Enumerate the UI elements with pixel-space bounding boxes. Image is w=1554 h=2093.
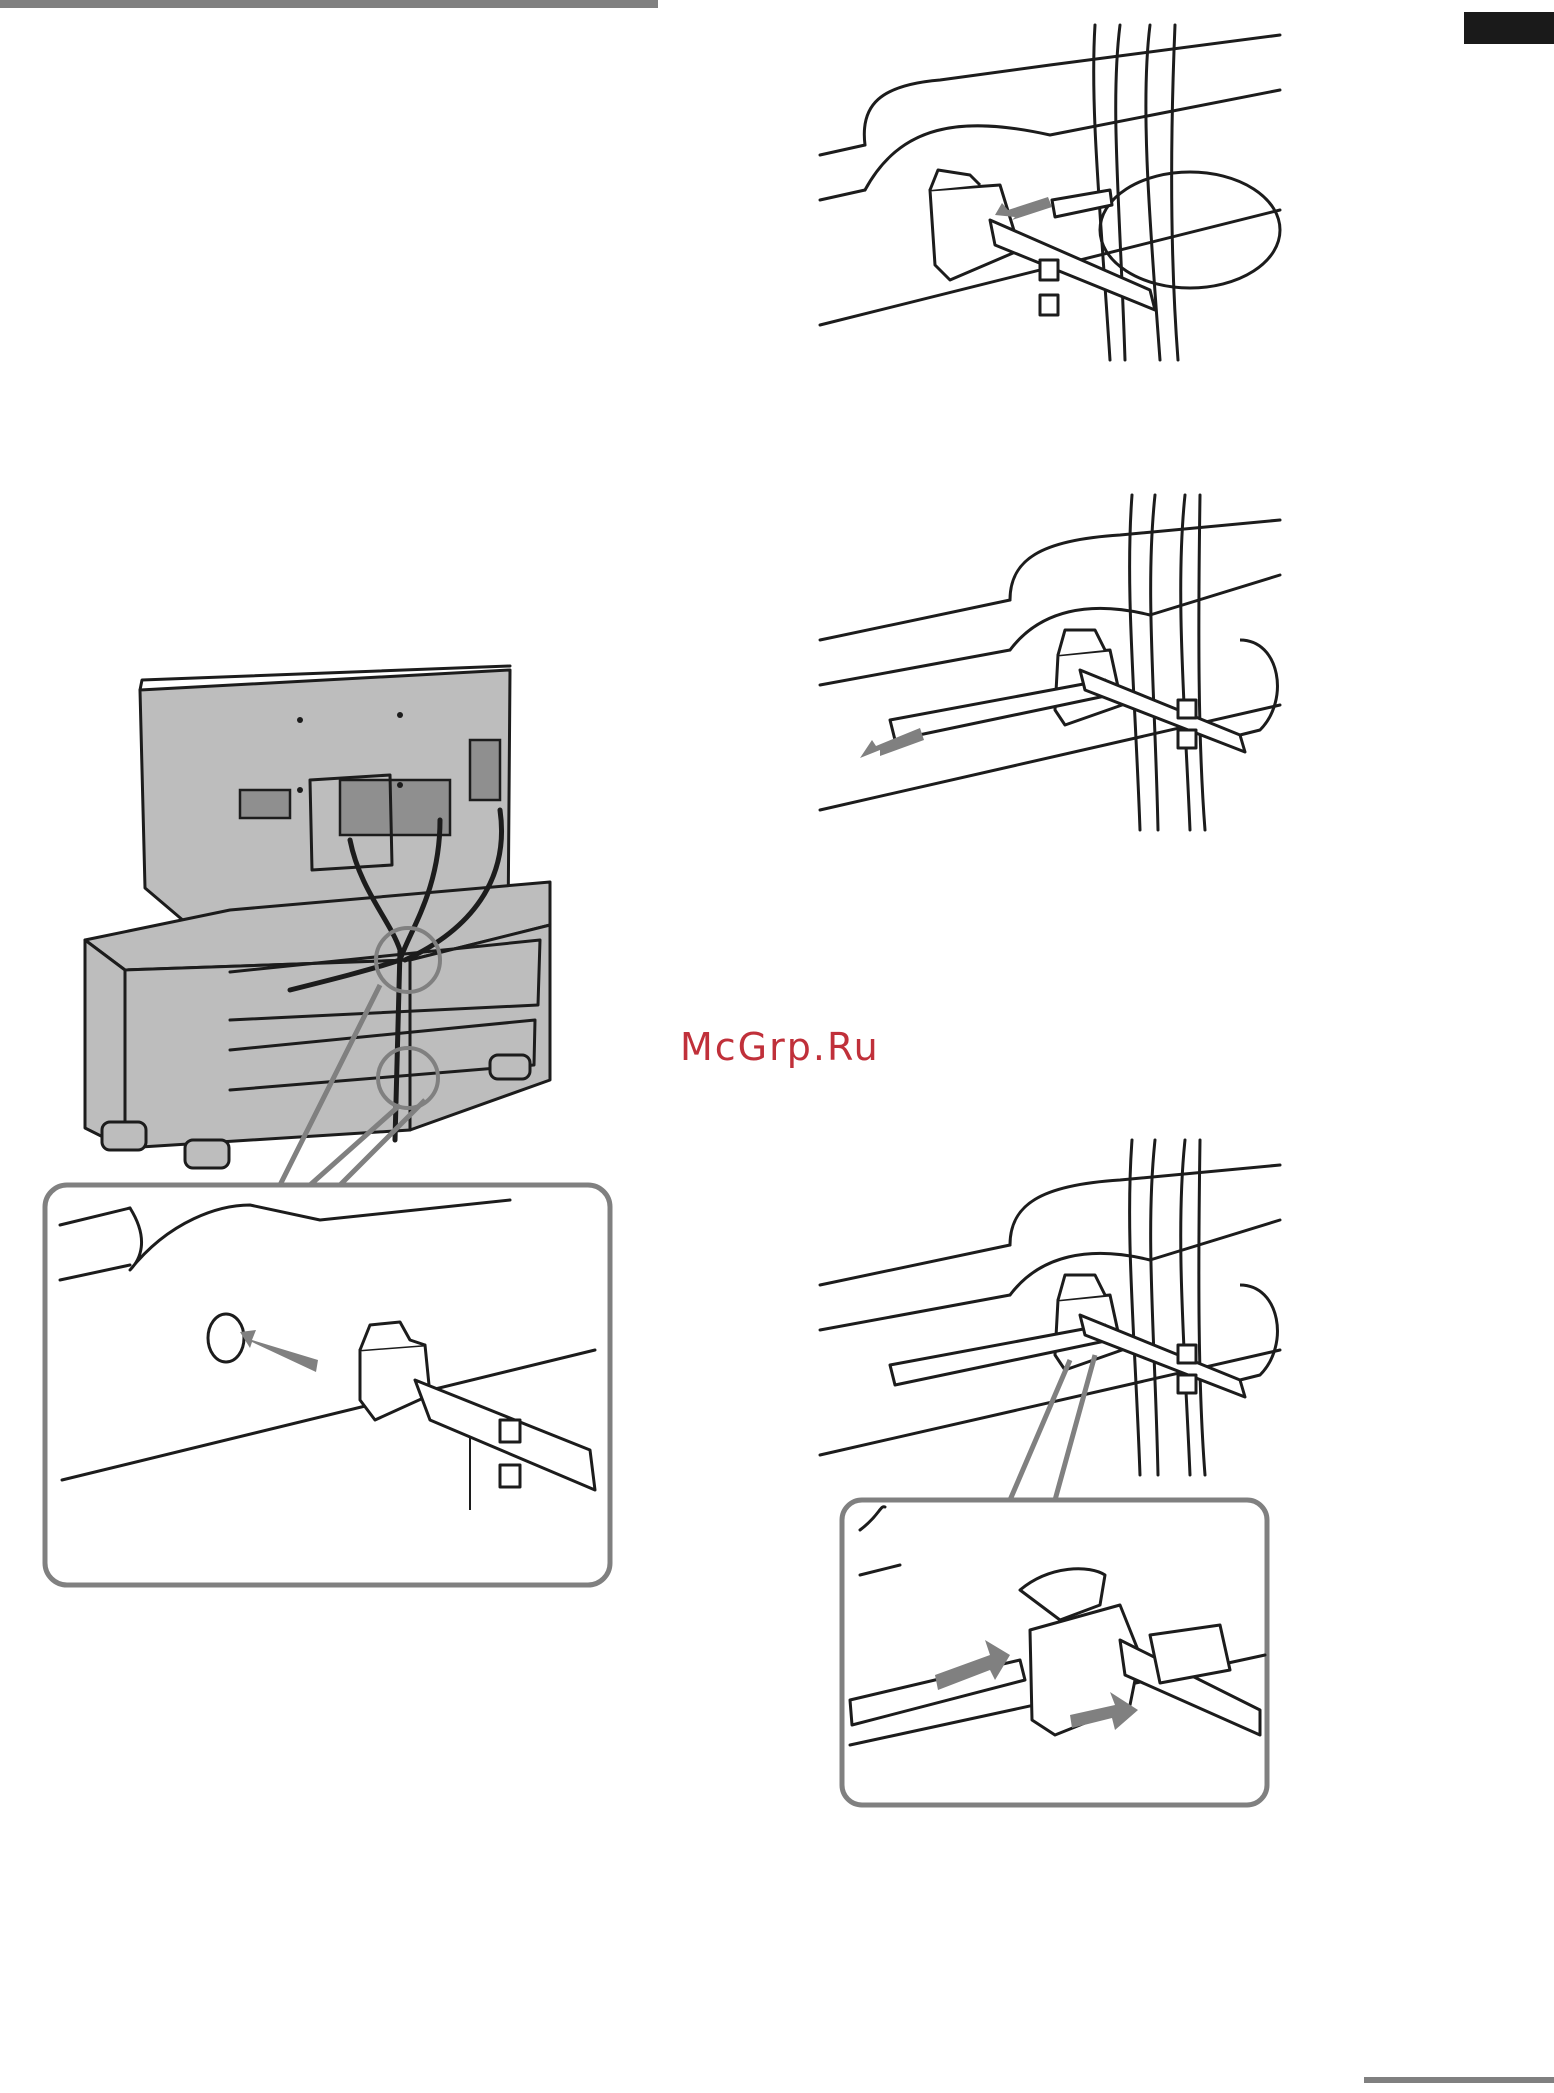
language-tab <box>1464 12 1554 44</box>
tv-stand-illustration <box>30 660 630 1590</box>
bottom-rule <box>1364 2077 1554 2083</box>
tie-insert-illustration <box>820 5 1290 365</box>
top-rule <box>0 0 658 8</box>
cable-tie-loop-illustration <box>820 490 1290 850</box>
watermark: McGrp.Ru <box>680 1025 880 1069</box>
cable-tie-release-illustration <box>820 1135 1290 1815</box>
